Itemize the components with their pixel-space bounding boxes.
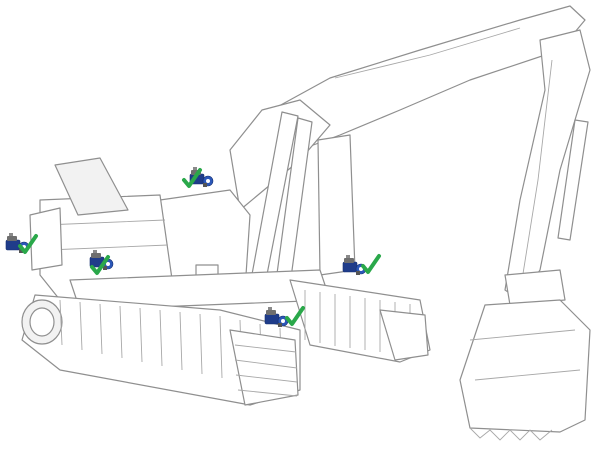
excavator-outline <box>22 6 590 440</box>
sensor-icon <box>265 307 288 327</box>
check-icon <box>363 256 379 272</box>
sensor-marker-cab-top[interactable] <box>184 167 213 187</box>
sensor-marker-track-frame-right[interactable] <box>343 255 379 275</box>
sensor-marker-track-frame-center[interactable] <box>265 307 303 327</box>
